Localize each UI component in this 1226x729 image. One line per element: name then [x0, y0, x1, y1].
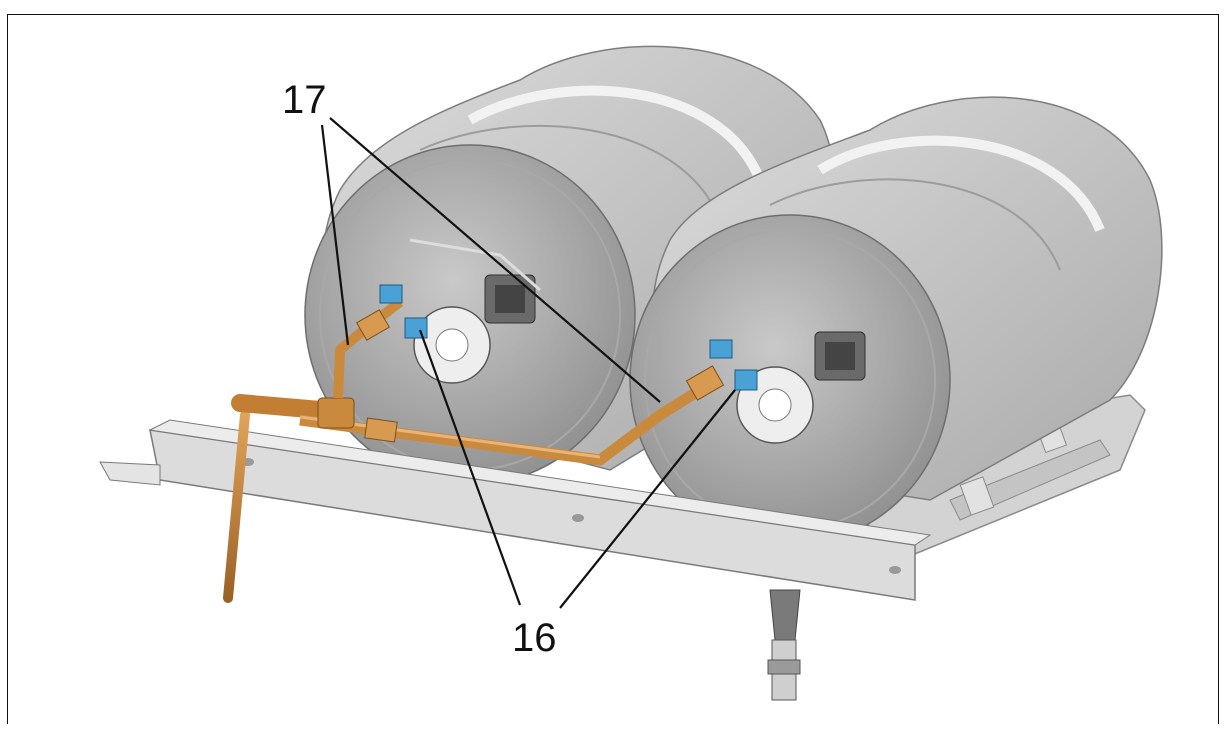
- fitting-right-top: [709, 339, 733, 359]
- mounting-frame-front: [99, 419, 932, 601]
- leader-line-16-left: [418, 329, 522, 606]
- leader-line-16-right: [559, 389, 736, 609]
- leader-line-17-right: [329, 117, 661, 403]
- fitting-right: [734, 369, 758, 391]
- callout-label-17: 17: [282, 78, 327, 122]
- callout-label-16: 16: [512, 616, 557, 660]
- drain-valve: [767, 589, 801, 701]
- brass-pipe-assembly: [223, 298, 725, 603]
- leader-line-17-left: [320, 124, 350, 346]
- fitting-left-top: [379, 284, 403, 304]
- fitting-left: [404, 317, 428, 339]
- air-tank-right: [629, 96, 1163, 546]
- leader-lines: [320, 117, 736, 609]
